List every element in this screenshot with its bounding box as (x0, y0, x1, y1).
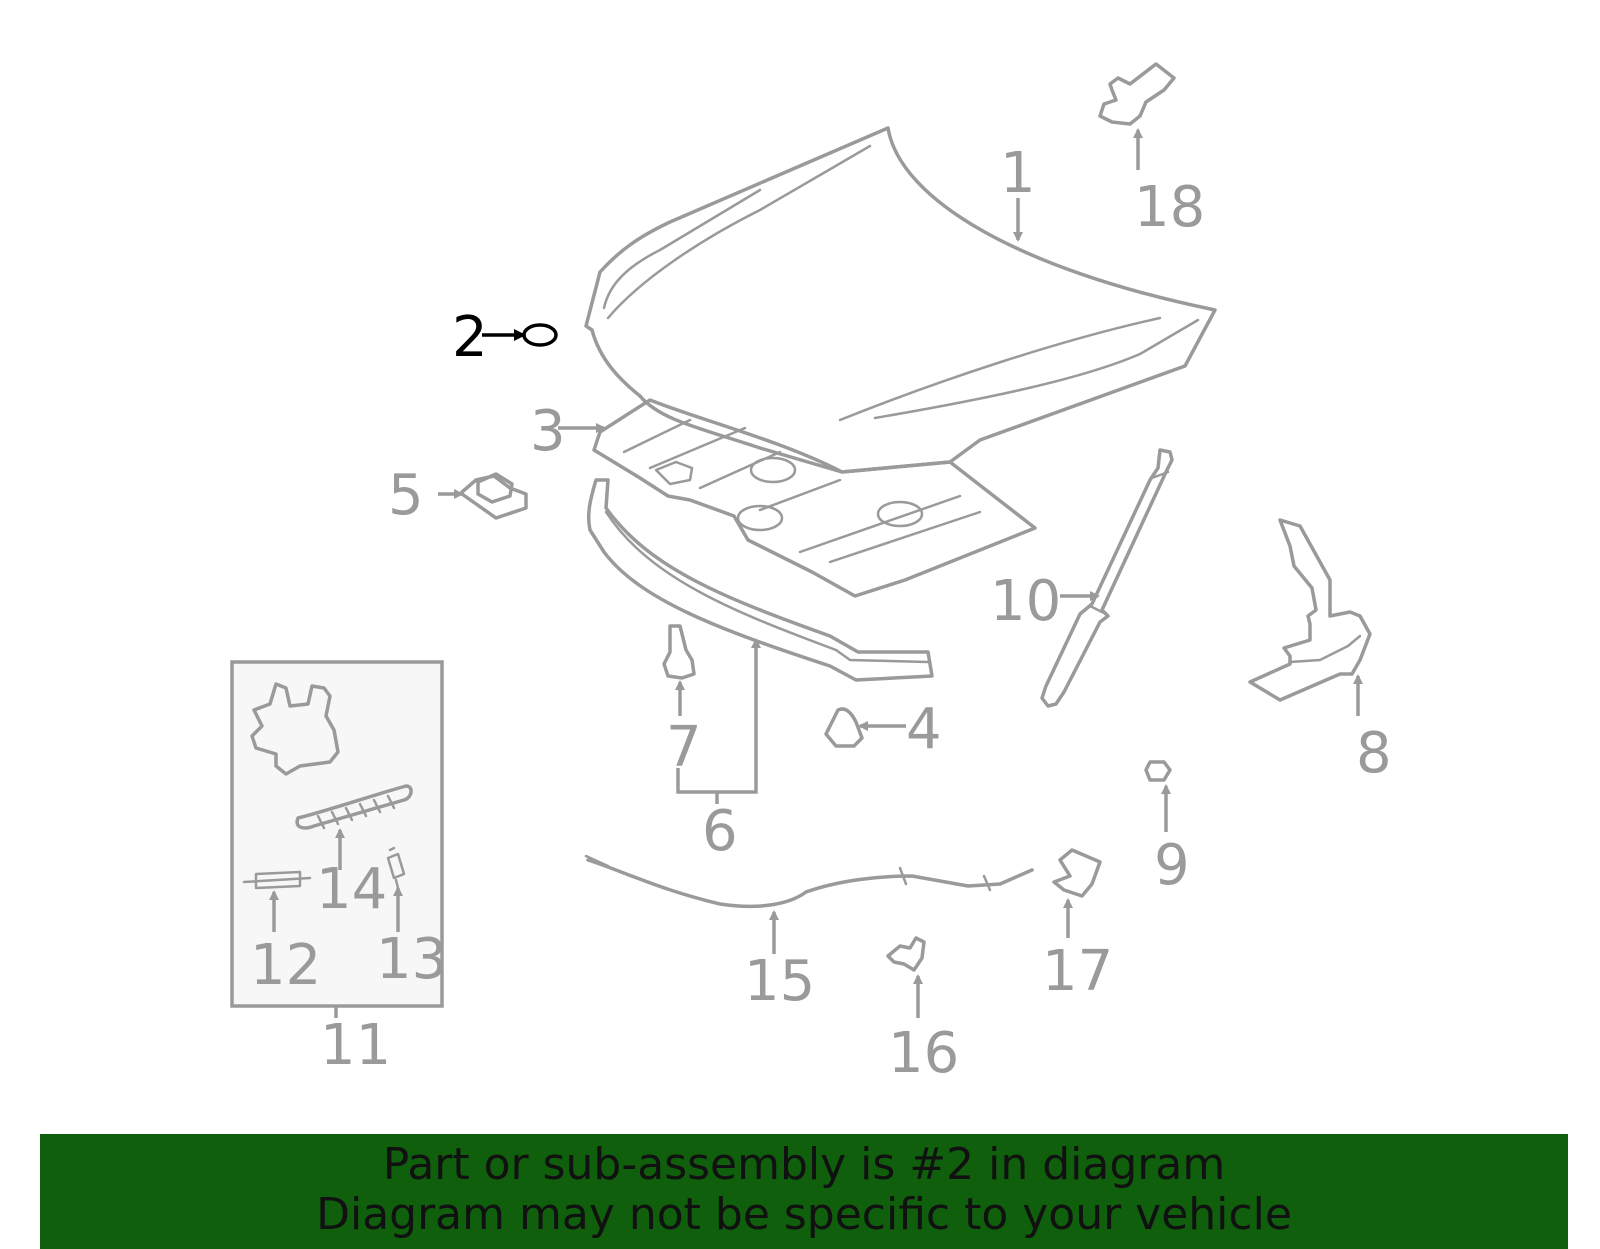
callout-6: 6 (702, 799, 738, 864)
callout-13: 13 (376, 927, 447, 992)
hood-panel (584, 126, 1217, 474)
callout-11: 11 (320, 1013, 391, 1078)
callout-10: 10 (990, 569, 1061, 634)
callout-12: 12 (250, 933, 321, 998)
hood-bumper (460, 472, 528, 520)
hood-insulator (592, 398, 1037, 598)
hood-hinge (1248, 518, 1372, 702)
callout-5: 5 (388, 463, 424, 528)
callout-14: 14 (316, 857, 387, 922)
callout-4: 4 (906, 697, 942, 762)
parts-diagram: 1 2 3 4 5 6 7 8 9 10 11 12 13 14 15 16 1… (230, 62, 1392, 1086)
banner-line-2: Diagram may not be specific to your vehi… (316, 1189, 1292, 1240)
retainer-clip (662, 624, 696, 680)
part-2-grommet (522, 323, 558, 347)
callout-2: 2 (452, 305, 488, 370)
callout-17: 17 (1042, 939, 1113, 1004)
hood-support-strut (1040, 448, 1174, 708)
cable-bracket (1052, 848, 1102, 898)
callout-3: 3 (530, 399, 566, 464)
hood-seal (586, 478, 934, 682)
leader-lines (269, 128, 1363, 1018)
callout-1: 1 (1000, 141, 1036, 206)
callout-15: 15 (744, 949, 815, 1014)
cable-clip (886, 936, 926, 972)
nut (1144, 760, 1172, 782)
release-handle (1098, 62, 1176, 126)
callout-8: 8 (1356, 721, 1392, 786)
cushion (824, 707, 864, 748)
callout-9: 9 (1154, 833, 1190, 898)
release-cable (584, 854, 1034, 909)
callout-7: 7 (666, 715, 702, 780)
callout-16: 16 (888, 1021, 959, 1086)
notice-banner: Part or sub-assembly is #2 in diagram Di… (40, 1134, 1568, 1249)
callout-18: 18 (1134, 175, 1205, 240)
banner-line-1: Part or sub-assembly is #2 in diagram (382, 1139, 1226, 1190)
